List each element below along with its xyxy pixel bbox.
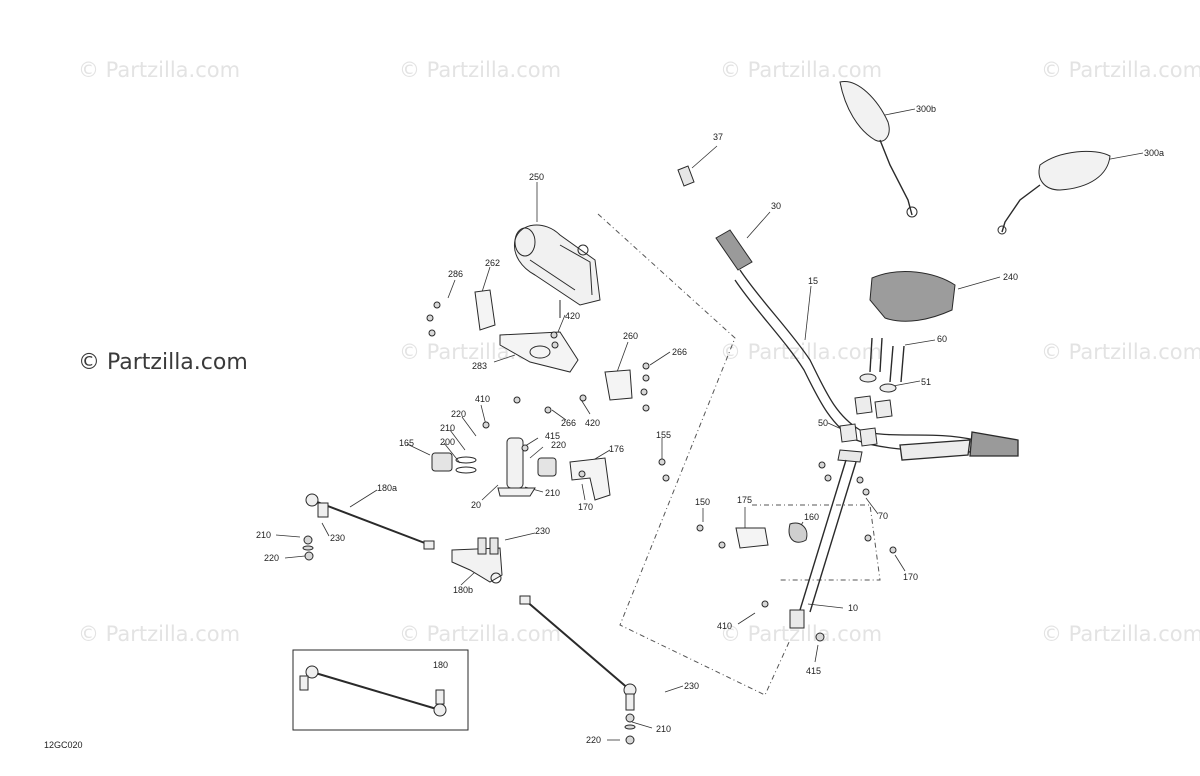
callout-420: 420 [585,418,601,428]
callout-415: 415 [806,666,822,676]
callout-266: 266 [672,347,688,357]
bushing-160-part [788,522,808,543]
washer-part [455,456,477,464]
watermark: © Partzilla.com [78,58,241,82]
diagram-code: 12GC020 [44,740,83,750]
callout-170: 170 [578,502,594,512]
callout-20: 20 [471,500,482,510]
clamp-176-part [569,457,611,501]
callout-260: 260 [623,331,639,341]
callout-15: 15 [808,276,819,286]
callout-262: 262 [485,258,501,268]
callout-410: 410 [475,394,491,404]
mirror-300b-part [839,81,918,218]
fasteners-left [426,301,670,482]
bar-end-part [677,165,695,187]
washer-part [455,466,477,474]
watermark: © Partzilla.com [399,622,562,646]
fasteners-tierod [302,535,636,745]
bushing-165-part [431,452,453,472]
steering-column-part [789,449,863,629]
watermark: © Partzilla.com [720,58,883,82]
mounting-bracket-part [474,289,579,373]
bracket-dashed-outline [752,504,881,581]
tie-rod-180a-part [305,493,435,550]
callout-30: 30 [771,201,782,211]
callout-266: 266 [561,418,577,428]
callout-51: 51 [921,377,932,387]
tie-rod-right-part [519,595,637,711]
clamp-bolts-part [869,337,905,383]
watermark: © Partzilla.com [78,622,241,646]
callout-176: 176 [609,444,625,454]
callout-60: 60 [937,334,948,344]
handlebar-part [734,269,1019,461]
callout-50: 50 [818,418,829,428]
callout-220: 220 [264,553,280,563]
callout-210: 210 [656,724,672,734]
watermark-main: © Partzilla.com [78,350,248,375]
callout-415: 415 [545,431,561,441]
callout-240: 240 [1003,272,1019,282]
callout-70: 70 [878,511,889,521]
callout-10: 10 [848,603,859,613]
handlebar-clamps-part [839,373,897,447]
leader-lines [275,108,1144,741]
handlebar-cover-part [869,271,956,322]
fasteners-right [696,461,897,642]
watermark: © Partzilla.com [720,340,883,364]
callout-420: 420 [565,311,581,321]
callout-37: 37 [713,132,724,142]
callout-155: 155 [656,430,672,440]
callout-150: 150 [695,497,711,507]
callout-300a: 300a [1144,148,1165,158]
callout-230: 230 [535,526,551,536]
callout-170: 170 [903,572,919,582]
callout-283: 283 [472,361,488,371]
inset-box [292,649,469,731]
callout-220: 220 [451,409,467,419]
bushing-part [537,457,557,477]
callout-180b: 180b [453,585,474,595]
bracket-175-part [735,527,769,549]
mirror-300a-part [997,150,1111,235]
bracket-260-part [604,369,633,401]
callout-210: 210 [545,488,561,498]
callout-230: 230 [684,681,700,691]
grip-left-part [715,229,753,271]
callout-250: 250 [529,172,545,182]
callout-165: 165 [399,438,415,448]
callout-175: 175 [737,495,753,505]
callout-180a: 180a [377,483,398,493]
watermark: © Partzilla.com [1041,340,1200,364]
callout-300b: 300b [916,104,937,114]
assembly-dashed-outline [597,213,791,696]
lower-column-part [497,437,536,497]
callout-200: 200 [440,437,456,447]
callout-210: 210 [440,423,456,433]
callout-160: 160 [804,512,820,522]
watermark: © Partzilla.com [1041,622,1200,646]
callout-220: 220 [551,440,567,450]
callout-230: 230 [330,533,346,543]
center-link-180b-part [451,537,503,584]
watermark: © Partzilla.com [399,58,562,82]
steering-motor-part [513,224,601,318]
inset-label: 180 [433,660,449,670]
callout-286: 286 [448,269,464,279]
watermark: © Partzilla.com [1041,58,1200,82]
callout-410: 410 [717,621,733,631]
callout-210: 210 [256,530,272,540]
callout-220: 220 [586,735,602,745]
